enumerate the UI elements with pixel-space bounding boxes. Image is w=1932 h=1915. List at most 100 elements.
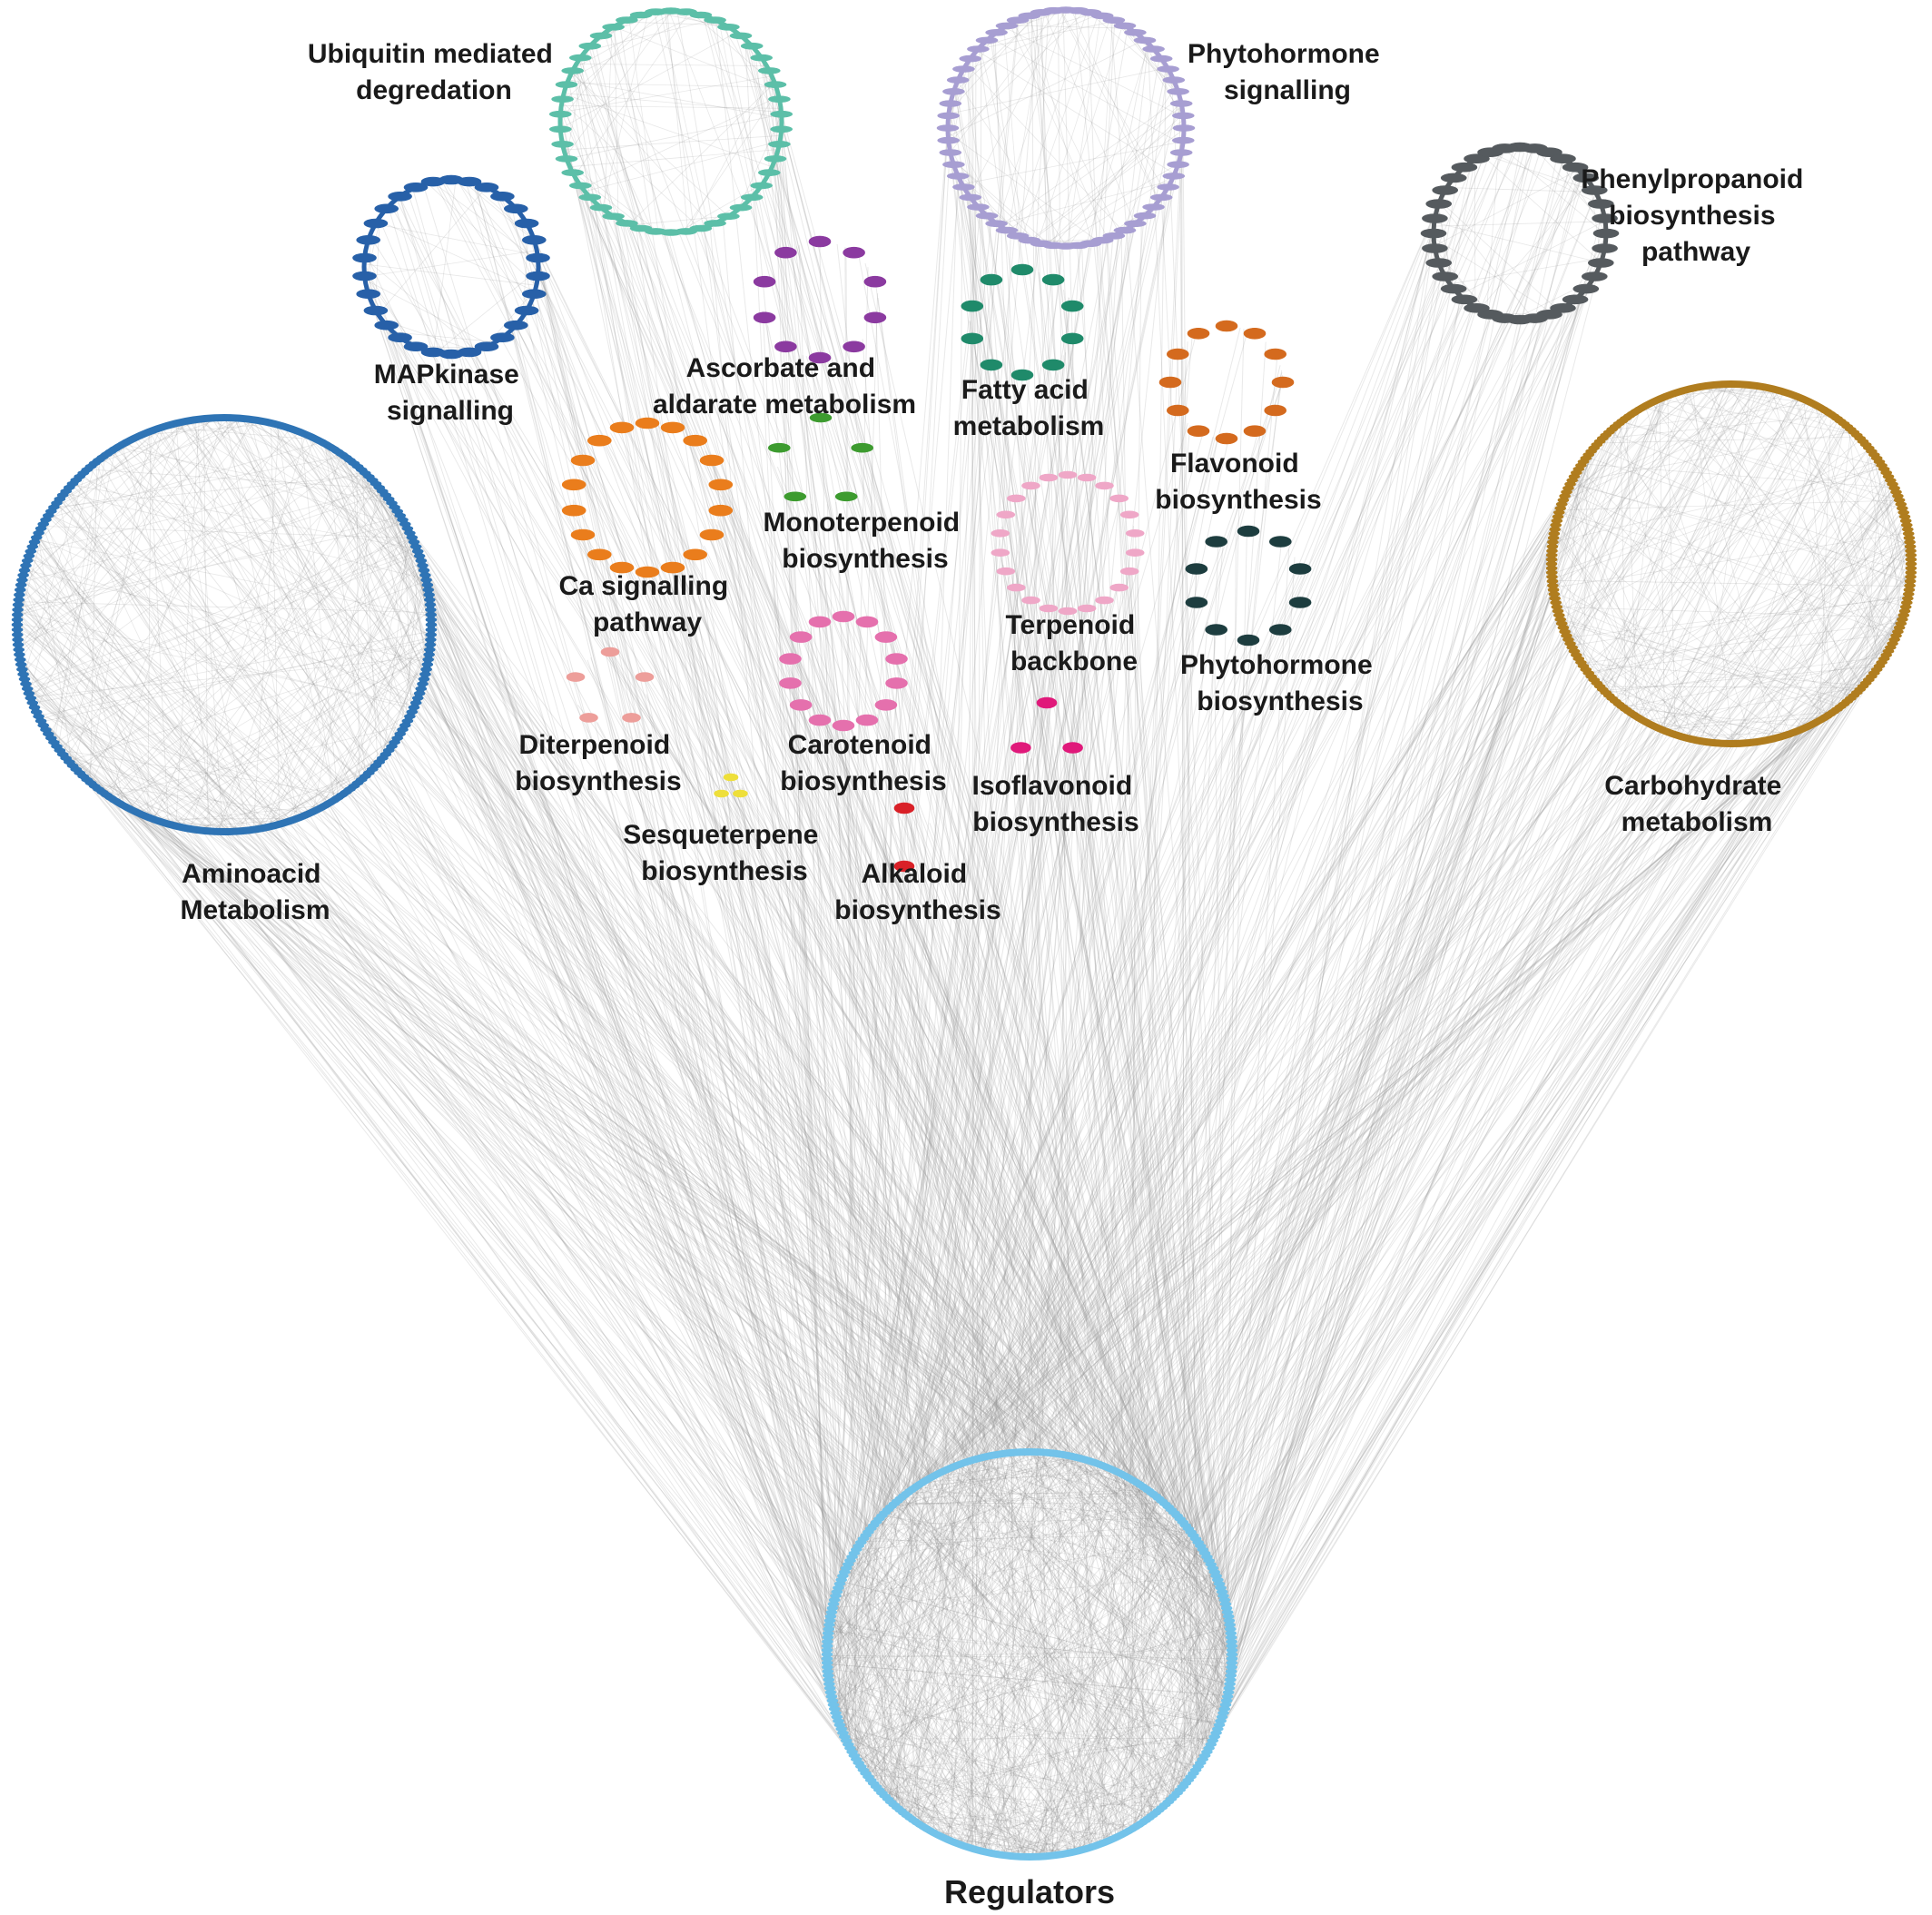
edge (826, 409, 1824, 1649)
internal-edge (40, 580, 428, 721)
gene-node (1169, 100, 1193, 107)
gene-node (975, 212, 999, 220)
gene-node (789, 699, 813, 711)
internal-edge (846, 1625, 1230, 1742)
gene-node (457, 176, 482, 187)
edge (919, 665, 1583, 1825)
internal-edge (560, 105, 623, 222)
edge (682, 562, 902, 1811)
edge (900, 175, 1585, 1499)
gene-node (1172, 124, 1196, 132)
internal-edge (948, 39, 1145, 137)
edge (991, 543, 1911, 1456)
gene-node (825, 1693, 838, 1700)
edge (614, 217, 844, 1575)
module-label-regulators: Regulators (944, 1873, 1115, 1910)
gene-node (1897, 505, 1908, 511)
edge (35, 711, 1010, 1857)
edge (865, 27, 1129, 1535)
internal-edge (828, 1629, 1226, 1709)
internal-edge (827, 1457, 981, 1669)
edge (919, 478, 1574, 1486)
internal-edge (1552, 532, 1909, 588)
edge (958, 177, 1225, 1597)
internal-edge (56, 419, 197, 503)
gene-node (1167, 88, 1189, 95)
internal-edge (914, 1799, 1171, 1822)
internal-edge (831, 1612, 1148, 1820)
edge (1226, 548, 1290, 1607)
internal-edge (1096, 1743, 1212, 1846)
gene-node (28, 705, 41, 710)
internal-edge (827, 1663, 1228, 1697)
edge (1226, 449, 1592, 1703)
internal-edge (1884, 469, 1908, 597)
edge (1132, 425, 1848, 1830)
internal-edge (277, 661, 429, 825)
edge (1129, 218, 1142, 1479)
internal-edge (997, 9, 1068, 225)
internal-edge (844, 1736, 1095, 1847)
internal-edge (1814, 404, 1885, 659)
edge (527, 225, 841, 1584)
edge (1180, 153, 1186, 1525)
edge (559, 115, 971, 1849)
edge (577, 705, 1199, 1543)
internal-edge (1705, 385, 1838, 420)
internal-edge (1042, 1452, 1092, 1848)
edge (1068, 726, 1809, 1456)
gene-node (568, 182, 592, 190)
internal-edge (885, 1538, 1197, 1798)
gene-node (423, 647, 436, 653)
edge (110, 451, 1070, 1456)
edge (1003, 436, 1605, 1454)
edge (1225, 741, 1704, 1605)
internal-edge (1099, 19, 1113, 242)
internal-edge (361, 469, 379, 765)
edge (987, 216, 1208, 1751)
internal-edge (1553, 592, 1842, 706)
internal-edge (228, 710, 413, 833)
edge (1116, 639, 1257, 1472)
edge (471, 182, 957, 1466)
edge (516, 324, 1037, 1453)
edge (1218, 242, 1606, 1724)
internal-edge (831, 1696, 1198, 1767)
carotenoid-module (779, 610, 908, 732)
edge (25, 568, 1233, 1653)
internal-edge (42, 525, 153, 820)
internal-edge (830, 1618, 1221, 1723)
edge (971, 51, 977, 1849)
internal-edge (1565, 392, 1788, 495)
edge (1030, 317, 1539, 1858)
gene-node (689, 11, 713, 19)
internal-edge (838, 1477, 931, 1586)
gene-node (1224, 1626, 1237, 1632)
edge (882, 685, 1865, 1516)
internal-edge (245, 770, 371, 832)
edge (904, 433, 1204, 1495)
edge (981, 210, 1054, 1856)
internal-edge (1119, 1543, 1199, 1836)
internal-edge (923, 1472, 1119, 1483)
internal-edge (571, 72, 729, 217)
internal-edge (1679, 391, 1893, 646)
edge (383, 755, 838, 1718)
internal-edge (1667, 395, 1676, 735)
internal-edge (104, 565, 423, 794)
gene-node (717, 212, 740, 220)
edge (766, 66, 1200, 1765)
internal-edge (904, 1468, 950, 1815)
internal-edge (1721, 384, 1911, 552)
internal-edge (1587, 633, 1898, 673)
edge (833, 614, 1560, 1710)
gene-node (503, 320, 528, 331)
edge (1093, 242, 1232, 1672)
internal-edge (328, 584, 428, 804)
internal-edge (374, 644, 431, 767)
internal-edge (1656, 412, 1829, 728)
edge (45, 729, 871, 1530)
edge (881, 372, 1283, 1516)
edge (1158, 604, 1907, 1811)
gene-node (397, 726, 409, 733)
